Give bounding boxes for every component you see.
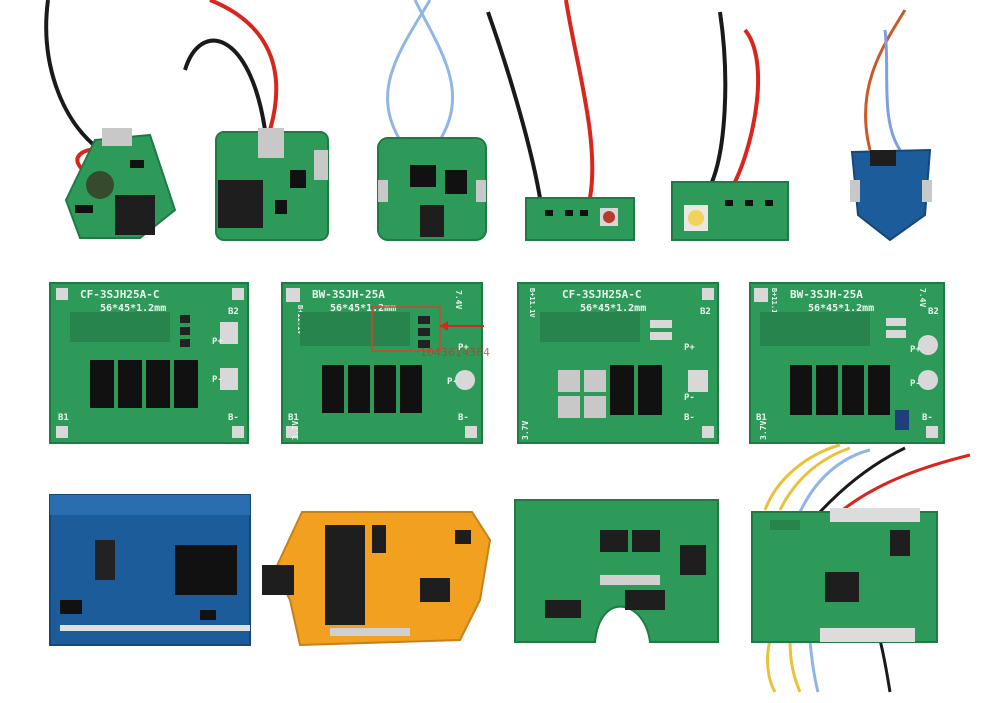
pad-label-b1: B1 [288, 413, 299, 423]
pad-label-p-minus: P- [447, 377, 458, 387]
volt-label: 3.7V [291, 421, 300, 440]
board-6-small-triangle [850, 9, 932, 242]
blue-wire [883, 29, 902, 151]
pad-label-b2: B2 [928, 307, 939, 317]
red-wire [733, 28, 761, 183]
volt-label: 3.7V [521, 421, 530, 440]
size-label: 56*45*1.2mm [808, 303, 874, 314]
yellow-wire [766, 639, 777, 693]
yellow-wire [763, 443, 841, 511]
yellow-wire [778, 446, 851, 511]
board-12-wired-pcb [751, 443, 971, 693]
connector [218, 180, 263, 228]
pad-label-p-plus: P+ [684, 343, 695, 353]
model-label: CF-3SJH25A-C [80, 288, 159, 301]
pad-label-b2: B2 [228, 307, 239, 317]
board-10-orange-pcb [262, 511, 492, 647]
size-label: 56*45*1.2mm [330, 303, 396, 314]
arrow-head-icon [440, 321, 448, 331]
black-wire [486, 11, 542, 199]
model-label: BW-3SJH-25A [790, 288, 863, 301]
black-wire [44, 0, 102, 152]
board-5-pot-strip [671, 11, 789, 241]
button-icon [603, 211, 615, 223]
size-label: 56*45*1.2mm [580, 303, 646, 314]
red-wire [564, 0, 595, 199]
red-wire [839, 453, 971, 514]
pad-label-b1: B1 [58, 413, 69, 423]
board-cf-3sjh25a-c-left: CF-3SJH25A-C 56*45*1.2mm B2 P+ P- B- B1 [49, 282, 249, 444]
board-11-green-cutout [514, 499, 719, 643]
yellow-wire [788, 639, 802, 693]
red-wire [209, 0, 279, 131]
black-wire [710, 11, 728, 183]
board-9-blue-pcb [49, 494, 251, 646]
blue-wire [413, 0, 455, 141]
board-4-switch-strip [486, 0, 635, 241]
black-wire [878, 639, 892, 693]
pad-label-b-minus: B- [922, 413, 933, 423]
blue-wire [386, 0, 432, 141]
board-bw-3sjh-25a-right: BW-3SJH-25A 56*45*1.2mm B+11.1V 7.4V B2 … [749, 282, 945, 444]
pad-label-p-plus: P+ [212, 337, 223, 347]
board-bw-3sjh-25a-left: BW-3SJH-25A 56*45*1.2mm B+11.1V 7.4V 104… [281, 282, 490, 444]
highlight-box [371, 306, 441, 352]
model-label: BW-3SJH-25A [312, 288, 385, 301]
black-wire [183, 38, 267, 131]
model-label: CF-3SJH25A-C [562, 288, 641, 301]
side-label-left: B+11.1V [528, 288, 536, 318]
black-wire [818, 446, 906, 514]
pad-label-b-minus: B- [458, 413, 469, 423]
board-2-square-pcb [183, 0, 329, 241]
pad-label-b1: B1 [756, 413, 767, 423]
potentiometer-icon [688, 210, 704, 226]
board-cf-3sjh25a-c-right: CF-3SJH25A-C 56*45*1.2mm B+11.1V B2 P+ P… [517, 282, 719, 444]
pad-label-p-minus: P- [212, 375, 223, 385]
red-wire [864, 9, 907, 151]
watermark: 1043614364 [420, 346, 490, 359]
pad-label-p-minus: P- [910, 379, 921, 389]
pad-label-p-plus: P+ [910, 345, 921, 355]
pad-label-p-plus: P+ [458, 343, 469, 353]
connector [115, 195, 155, 235]
nickel-tab [102, 128, 132, 146]
nickel-tab [258, 128, 284, 158]
blue-wire [798, 448, 871, 513]
board-3-4s-pcb [377, 0, 487, 241]
side-label-right: 7.4V [918, 288, 927, 307]
blue-wire [808, 639, 820, 693]
side-label-right: 7.4V [454, 290, 463, 309]
side-label-left: B+11.1V [770, 288, 778, 318]
size-label: 56*45*1.2mm [100, 303, 166, 314]
board-1-triangle-pcb [44, 0, 177, 239]
pad-label-b-minus: B- [228, 413, 239, 423]
volt-label: 3.7V [759, 421, 768, 440]
pad-label-p-minus: P- [684, 393, 695, 403]
pad-label-b-minus: B- [684, 413, 695, 423]
pad-label-b2: B2 [700, 307, 711, 317]
